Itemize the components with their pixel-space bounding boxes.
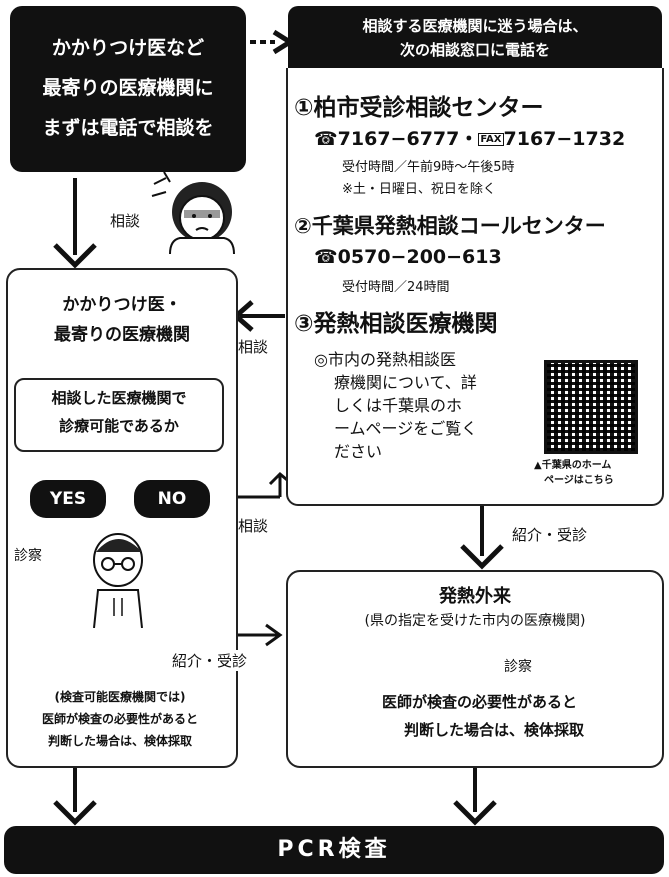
left-result-text: (検査可能医療機関では) 医師が検査の必要性があると 判断した場合は、検体採取 [6,686,234,752]
fever-result-text: 医師が検査の必要性があると 判断した場合は、検体採取 [382,688,584,744]
qr-caption: ▲千葉県のホーム ページはこちら [534,458,614,488]
call-first-line-1: かかりつけ医など [51,37,205,59]
call-first-box: かかりつけ医など 最寄りの医療機関に まずは電話で相談を [10,6,246,172]
center-1-phone: ☎7167−6777・ [314,128,479,150]
referral-label-2: 紹介・受診 [172,650,248,671]
consult-label-1: 相談 [110,212,141,230]
consultation-header-line-2: 次の相談窓口に電話を [399,41,550,59]
fever-result-line-2: 判断した場合は、検体採取 [404,721,585,739]
primary-care-title-2: 最寄りの医療機関 [54,325,190,345]
question-line-2: 診療可能であるか [59,417,179,435]
arrow-down-to-pcr-left [53,765,97,826]
arrow-down-right-1 [460,506,504,570]
center-3-title: ③発熱相談医療機関 [294,311,498,337]
fax-icon: FAX [478,133,504,146]
qr-caption-line-1: ▲千葉県のホーム [534,460,612,471]
primary-care-title-1: かかりつけ医・ [62,295,182,315]
center-2-phone: ☎0570−200−613 [314,246,502,268]
worried-person-illustration [150,170,238,258]
arrow-down-left-1 [53,178,97,269]
call-first-line-3: まずは電話で相談を [42,117,214,139]
dashed-arrow-right [250,29,295,55]
arrow-left-to-left-box [232,300,285,332]
qr-code[interactable] [544,360,638,454]
yes-badge: YES [30,480,106,518]
call-first-line-2: 最寄りの医療機関に [42,77,214,99]
center-2-hours: 受付時間／24時間 [342,280,450,295]
center-3-desc-line-2: 療機関について、詳 [334,373,477,392]
center-3-desc-line-5: ださい [334,442,383,461]
primary-care-box: かかりつけ医・ 最寄りの医療機関 [6,268,238,768]
fever-clinic-title: 発熱外来 [439,586,511,607]
fever-clinic-box: 発熱外来 (県の指定を受けた市内の医療機関) 診察 医師が検査の必要性があると … [286,570,664,768]
fever-clinic-subtitle: (県の指定を受けた市内の医療機関) [364,613,586,629]
no-badge: NO [134,480,210,518]
question-line-1: 相談した医療機関で [51,389,187,407]
left-result-line-2: 医師が検査の必要性があると [41,712,198,726]
question-box: 相談した医療機関で 診療可能であるか [14,378,224,452]
yes-exam-label: 診察 [14,548,42,564]
center-2-title: ②千葉県発熱相談コールセンター [294,214,606,238]
consultation-header-line-1: 相談する医療機関に迷う場合は、 [362,17,588,35]
fever-result-line-1: 医師が検査の必要性があると [382,693,578,711]
arrow-down-to-pcr-right [453,768,497,826]
center-3-description: ◎市内の発熱相談医 療機関について、詳 しくは千葉県のホ ームページをご覧く だ… [314,348,477,463]
center-1-note: ※土・日曜日、祝日を除く [342,182,496,197]
center-3-desc-line-4: ームページをご覧く [334,419,478,438]
fever-exam-label: 診察 [504,659,532,675]
consultation-header: 相談する医療機関に迷う場合は、 次の相談窓口に電話を [288,6,662,70]
consult-label-3: 相談 [238,517,269,535]
referral-label-1: 紹介・受診 [512,526,588,544]
consult-label-2: 相談 [238,338,269,356]
left-result-line-1: (検査可能医療機関では) [54,690,186,704]
center-1-fax: 7167−1732 [503,128,626,150]
qr-caption-line-2: ページはこちら [544,475,614,486]
center-3-desc-line-1: ◎市内の発熱相談医 [314,350,456,369]
doctor-illustration [84,528,154,632]
center-3-desc-line-3: しくは千葉県のホ [334,396,463,415]
primary-care-title: かかりつけ医・ 最寄りの医療機関 [8,290,236,350]
pcr-test-banner: PCR検査 [4,826,664,874]
center-1-title: ①柏市受診相談センター [294,95,544,121]
left-result-line-3: 判断した場合は、検体採取 [47,734,192,748]
center-1-hours: 受付時間／午前9時〜午後5時 [342,160,515,175]
